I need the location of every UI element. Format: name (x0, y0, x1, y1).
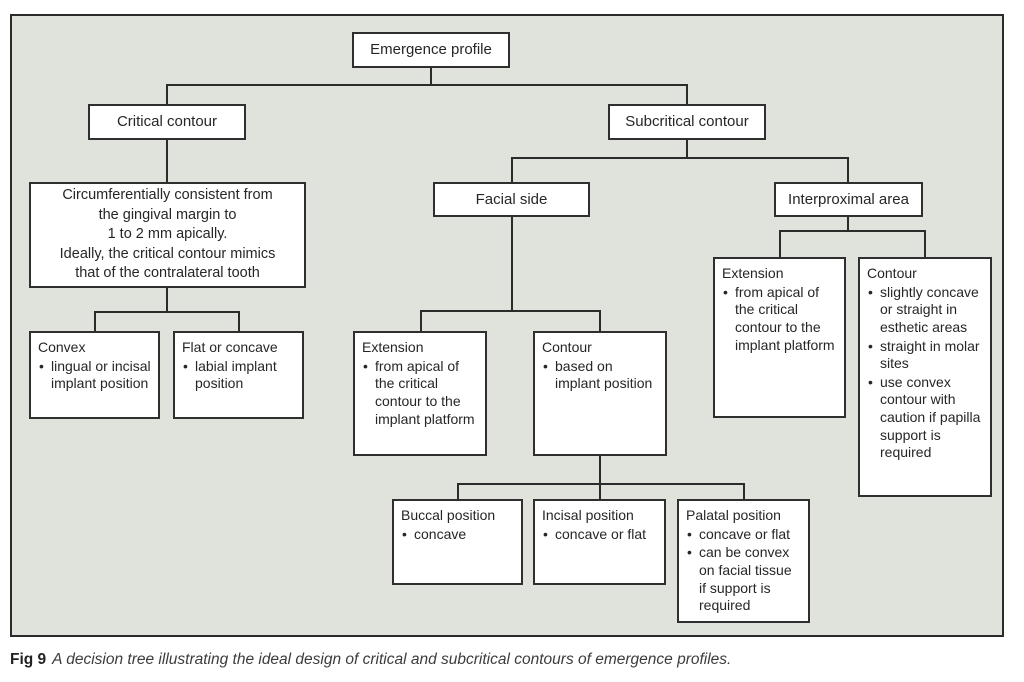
description-line: 1 to 2 mm apically. (107, 226, 228, 243)
node-label: Critical contour (116, 113, 218, 130)
bullet-text: labial implant position (195, 357, 277, 392)
bullet-text: slightly concave or straight in esthetic… (880, 283, 979, 335)
node-label: Interproximal area (788, 190, 909, 208)
connector-line (457, 483, 459, 499)
connector-line (430, 68, 432, 84)
connector-line (511, 157, 849, 159)
connector-line (238, 311, 240, 331)
connector-line (743, 483, 745, 499)
node-interproximal-extension: Extension from apical of the critical co… (713, 257, 846, 418)
connector-line (779, 230, 781, 257)
bullet-icon (687, 544, 692, 562)
node-title: Contour (542, 339, 592, 355)
bullet-text: lingual or incisal implant position (51, 357, 151, 392)
node-interproximal-area: Interproximal area (774, 182, 923, 217)
node-emergence-profile: Emergence profile (352, 32, 510, 68)
node-title: Flat or concave (182, 339, 278, 355)
node-facial-side: Facial side (433, 182, 590, 217)
bullet-text: use convex contour with caution if papil… (880, 373, 981, 461)
bullet-item: from apical of the critical contour to t… (722, 284, 838, 355)
connector-line (599, 483, 601, 499)
connector-line (511, 217, 513, 310)
bullet-icon (868, 338, 873, 356)
bullet-item: lingual or incisal implant position (38, 358, 152, 393)
node-buccal-position: Buccal position concave (392, 499, 523, 585)
bullet-item: concave (401, 526, 515, 544)
node-title: Palatal position (686, 507, 781, 523)
connector-line (924, 230, 926, 257)
connector-line (166, 140, 168, 182)
description-line: the gingival margin to (98, 206, 237, 223)
connector-line (686, 140, 688, 157)
bullet-icon (687, 526, 692, 544)
node-facial-contour: Contour based on implant position (533, 331, 667, 456)
node-title: Incisal position (542, 507, 634, 523)
bullet-icon (363, 358, 368, 376)
bullet-text: can be convex on facial tissue if suppor… (699, 544, 792, 614)
node-critical-description: Circumferentially consistent from the gi… (29, 182, 306, 288)
node-title: Convex (38, 339, 86, 355)
bullet-text: concave (414, 525, 467, 542)
bullet-item: can be convex on facial tissue if suppor… (686, 544, 802, 615)
bullet-icon (868, 284, 873, 302)
node-title: Buccal position (401, 507, 496, 523)
bullet-text: concave or flat (699, 525, 791, 542)
node-convex: Convex lingual or incisal implant positi… (29, 331, 160, 419)
bullet-text: straight in molar sites (880, 337, 980, 372)
bullet-text: from apical of the critical contour to t… (375, 357, 475, 427)
bullet-item: straight in molar sites (867, 338, 984, 373)
node-flat-or-concave: Flat or concave labial implant position (173, 331, 304, 419)
bullet-item: labial implant position (182, 358, 296, 393)
bullet-item: based on implant position (542, 358, 659, 393)
description-line: Circumferentially consistent from (62, 187, 273, 204)
connector-line (686, 84, 688, 104)
node-palatal-position: Palatal position concave or flat can be … (677, 499, 810, 623)
figure-caption-text: A decision tree illustrating the ideal d… (52, 651, 732, 668)
figure-caption: Fig 9 A decision tree illustrating the id… (10, 651, 1014, 669)
bullet-icon (39, 358, 44, 376)
connector-line (94, 311, 96, 331)
connector-line (599, 456, 601, 483)
connector-line (457, 483, 745, 485)
connector-line (166, 288, 168, 311)
node-interproximal-contour: Contour slightly concave or straight in … (858, 257, 992, 497)
bullet-icon (183, 358, 188, 376)
bullet-text: concave or flat (555, 525, 647, 542)
node-label: Subcritical contour (625, 113, 749, 130)
bullet-icon (543, 358, 548, 376)
bullet-item: use convex contour with caution if papil… (867, 374, 984, 462)
node-label: Facial side (475, 190, 548, 208)
bullet-icon (402, 526, 407, 544)
node-label: Emergence profile (370, 41, 492, 58)
connector-line (166, 84, 688, 86)
bullet-item: concave or flat (686, 526, 802, 544)
node-title: Extension (722, 265, 784, 281)
connector-line (847, 217, 849, 230)
connector-line (420, 310, 422, 331)
node-title: Extension (362, 339, 424, 355)
bullet-icon (723, 284, 728, 302)
bullet-text: from apical of the critical contour to t… (735, 283, 835, 353)
node-title: Contour (867, 265, 917, 281)
connector-line (511, 157, 513, 182)
connector-line (420, 310, 601, 312)
bullet-item: concave or flat (542, 526, 658, 544)
description-line: that of the contralateral tooth (75, 265, 260, 282)
bullet-icon (543, 526, 548, 544)
bullet-text: based on implant position (555, 357, 653, 392)
connector-line (599, 310, 601, 331)
node-subcritical-contour: Subcritical contour (608, 104, 766, 140)
connector-line (779, 230, 926, 232)
bullet-item: from apical of the critical contour to t… (362, 358, 479, 429)
figure-number: Fig 9 (10, 651, 47, 668)
bullet-item: slightly concave or straight in esthetic… (867, 284, 984, 337)
connector-line (94, 311, 240, 313)
description-line: Ideally, the critical contour mimics (59, 245, 276, 262)
connector-line (166, 84, 168, 104)
bullet-icon (868, 374, 873, 392)
node-critical-contour: Critical contour (88, 104, 246, 140)
node-incisal-position: Incisal position concave or flat (533, 499, 666, 585)
node-facial-extension: Extension from apical of the critical co… (353, 331, 487, 456)
connector-line (847, 157, 849, 182)
